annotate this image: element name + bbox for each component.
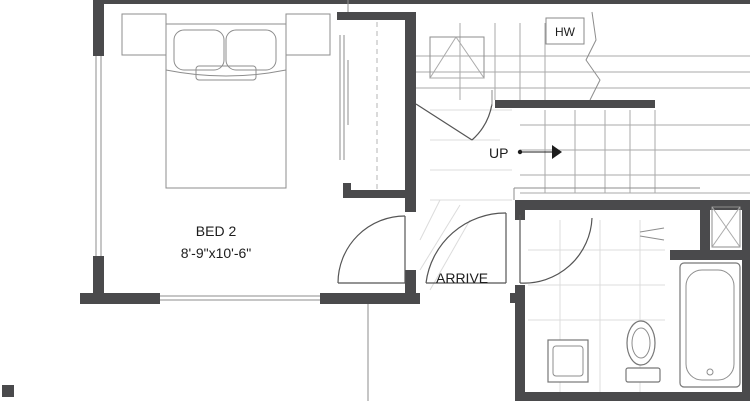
window-lines	[95, 0, 369, 401]
bedroom-dimensions: 8'-9"x10'-6"	[181, 245, 252, 261]
closet	[339, 22, 378, 190]
stair-up-arrow	[517, 145, 562, 159]
water-heater-label: HW	[555, 25, 576, 39]
bath-fixtures	[547, 206, 741, 388]
bedroom-name: BED 2	[196, 223, 237, 239]
entry-label: ARRIVE	[436, 270, 488, 286]
stair-up-label: UP	[489, 145, 508, 161]
bed-furniture	[121, 13, 331, 189]
water-heater	[429, 17, 585, 79]
doors	[337, 90, 593, 284]
hw-label-box	[545, 17, 585, 45]
